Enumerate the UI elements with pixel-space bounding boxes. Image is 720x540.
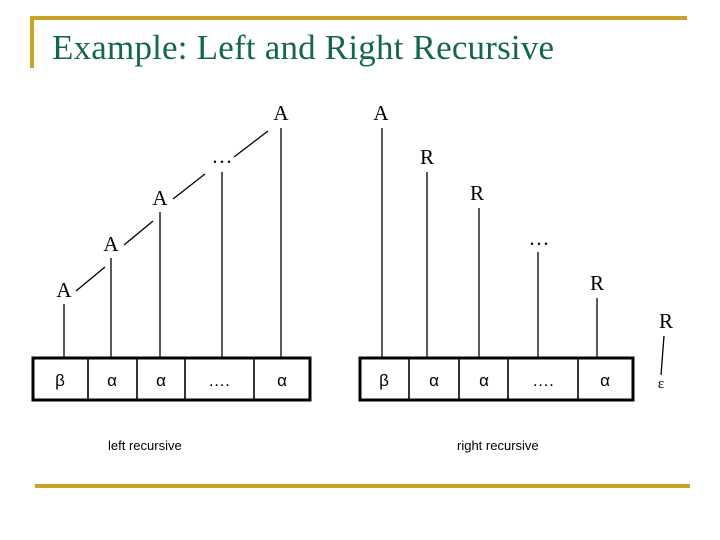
left-cell-text: β [55,371,65,390]
right-node-label: R [470,181,484,205]
left-node-ellipsis: … [212,144,233,168]
left-cell-text: …. [208,371,230,390]
top-gold-rule [30,16,687,20]
left-cell-text: α [156,371,166,390]
right-node-label: R [590,271,604,295]
left-node-label: A [273,101,289,125]
left-node-label: A [152,186,168,210]
left-node-label: A [103,232,119,256]
right-cell-text: α [479,371,489,390]
right-node-label: A [373,101,389,125]
left-caption: left recursive [108,438,182,453]
bottom-gold-rule [35,484,690,488]
right-node-ellipsis: … [529,226,550,250]
left-edge-diagonal-3 [172,173,206,200]
right-cell-text: α [600,371,610,390]
left-cell-text: α [107,371,117,390]
right-cell-text: β [379,371,389,390]
right-cell-text: …. [532,371,554,390]
left-gold-rule [30,16,34,68]
left-edge-diagonal-2 [123,220,154,246]
left-edge-diagonal-1 [75,266,106,292]
page-title: Example: Left and Right Recursive [52,28,555,67]
right-recursive-tree: A R R … R R ε β α α …. α [358,101,673,402]
right-input-box [358,356,635,402]
right-edge-vertical-6 [660,335,665,376]
right-node-label: R [659,309,673,333]
left-edge-diagonal-4 [233,130,269,158]
left-node-label: A [56,278,72,302]
left-input-box [31,356,312,402]
right-cell-text: α [429,371,439,390]
left-cell-text: α [277,371,287,390]
epsilon-label: ε [658,376,664,392]
right-node-label: R [420,145,434,169]
right-caption: right recursive [457,438,539,453]
left-recursive-tree: A A A … A β α α …. α [31,101,312,402]
